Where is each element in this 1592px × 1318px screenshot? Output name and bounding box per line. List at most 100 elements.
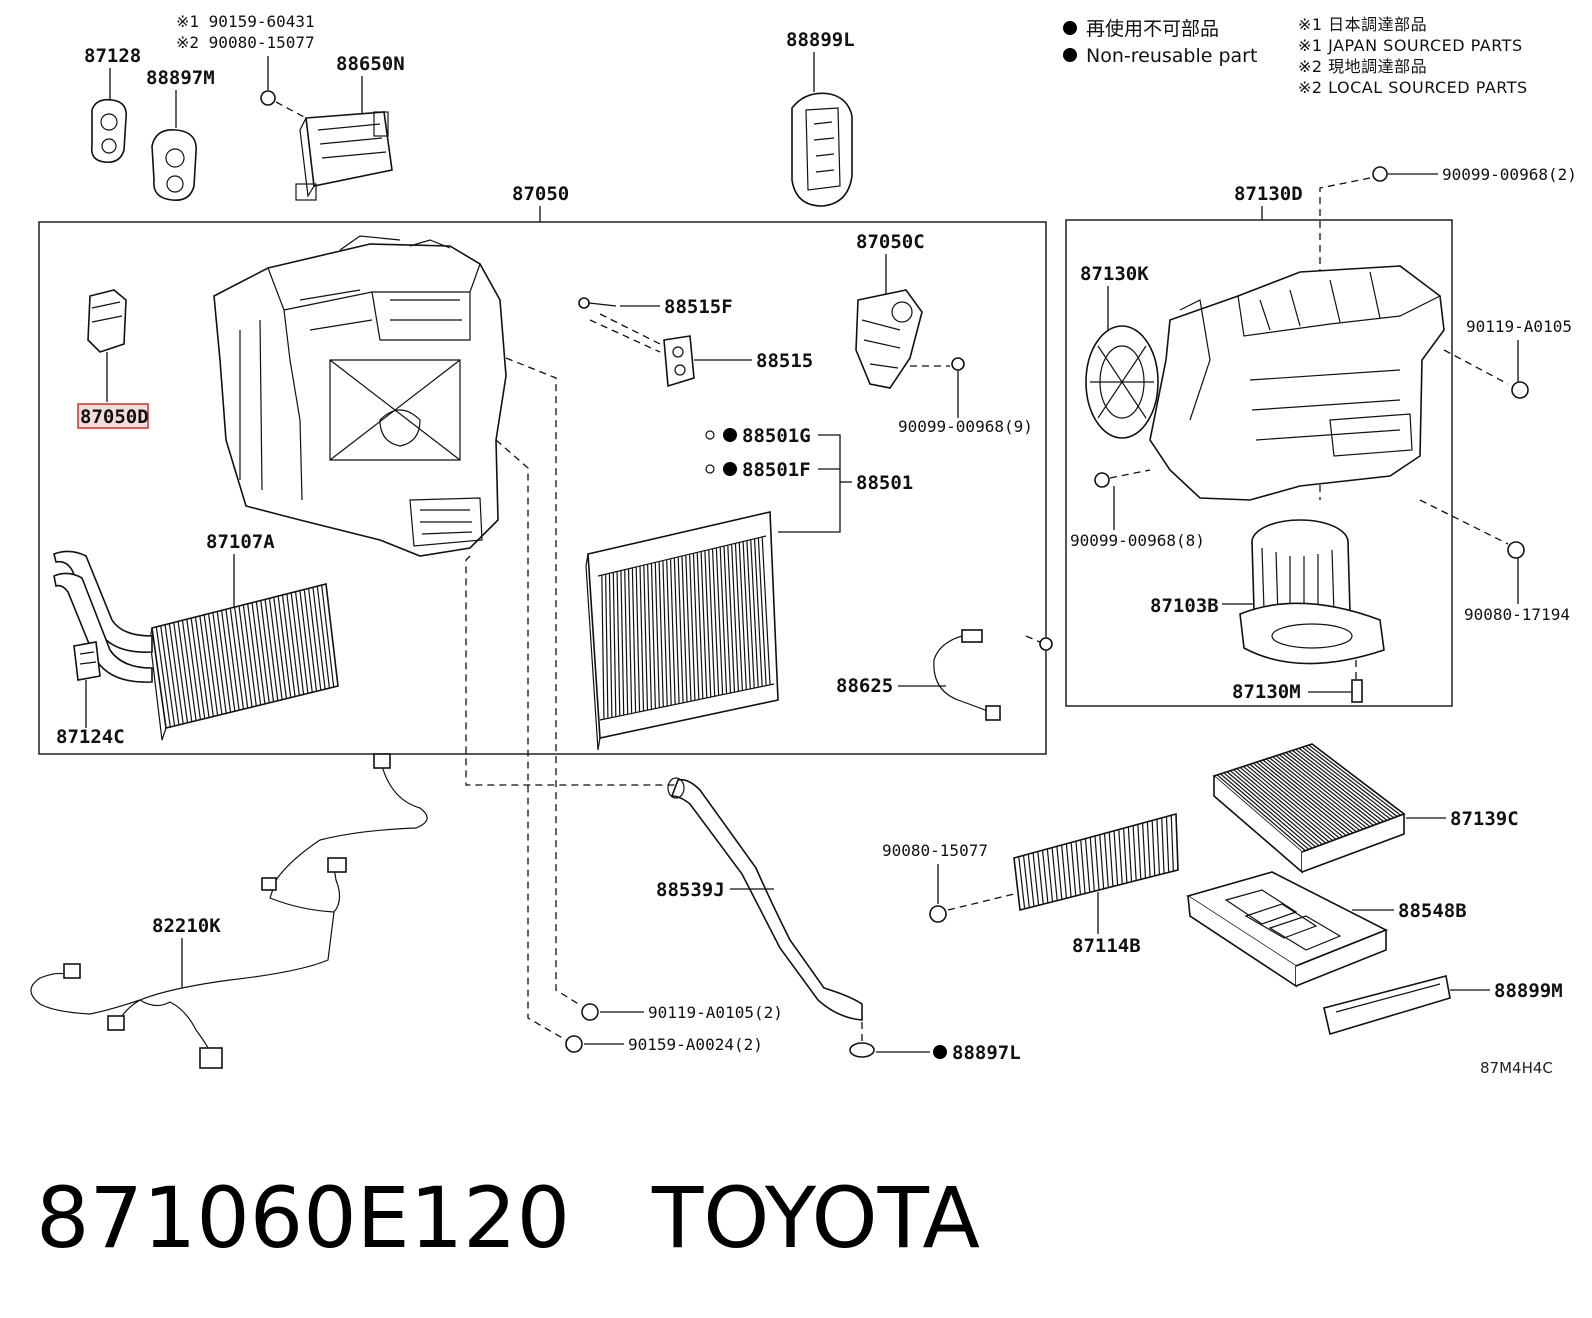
label-87103B: 87103B — [1150, 595, 1219, 617]
bolt-icon — [578, 297, 590, 309]
highlight-87050D — [77, 403, 149, 429]
part-87128[interactable]: 87128 — [84, 45, 141, 164]
label-90099-00968-9: 90099-00968(9) — [898, 417, 1033, 436]
label-88515F: 88515F — [664, 296, 733, 318]
part-87107A[interactable]: 87107A — [53, 531, 339, 741]
o-ring-icon — [705, 464, 715, 474]
screw-icon — [951, 357, 965, 371]
grommet-icon — [849, 1042, 875, 1058]
part-88625[interactable]: 88625 — [836, 629, 1053, 721]
bolt-icon — [929, 905, 947, 923]
label-87130D: 87130D — [1234, 183, 1303, 205]
label-87139C: 87139C — [1450, 808, 1519, 830]
part-9009900968-8[interactable]: 90099-00968(8) — [1070, 469, 1205, 550]
nonreusable-bullet-icon — [1063, 21, 1077, 35]
screw-icon — [1039, 637, 1053, 651]
label-88650N: 88650N — [336, 53, 405, 75]
connector-icon — [261, 877, 277, 891]
legend-jp-nonreusable: 再使用不可部品 — [1086, 18, 1219, 40]
label-88515: 88515 — [756, 350, 813, 372]
nonreusable-bullet-icon — [723, 428, 737, 442]
connector-icon — [327, 857, 347, 873]
label-90119-A0105-2: 90119-A0105(2) — [648, 1003, 783, 1022]
label-87128: 87128 — [84, 45, 141, 67]
label-88548B: 88548B — [1398, 900, 1467, 922]
label-87050D: 87050D — [80, 406, 149, 428]
part-88515F[interactable]: 88515F — [578, 296, 733, 353]
label-87114B: 87114B — [1072, 935, 1141, 957]
part-87050D[interactable]: 87050D — [77, 289, 149, 429]
part-87130M[interactable]: 87130M — [1232, 660, 1363, 703]
part-88548B[interactable]: 88548B — [1186, 871, 1467, 988]
label-88539J: 88539J — [656, 879, 725, 901]
screw-icon — [1094, 472, 1110, 488]
bolt-icon — [565, 1035, 583, 1053]
caption-part-number: 871060E120 — [36, 1169, 570, 1267]
part-90119A0105-2[interactable]: 90119-A0105(2) — [581, 1003, 783, 1022]
legend-jp-local-sourced: ※2 現地調達部品 — [1298, 57, 1427, 76]
nonreusable-bullet-icon — [1063, 48, 1077, 62]
part-hvac-housing — [213, 235, 507, 557]
part-82210K[interactable]: 82210K — [30, 753, 428, 1069]
part-87050C[interactable]: 87050C 90099-00968(9) — [855, 231, 1033, 436]
routing-lines — [465, 357, 676, 1041]
label-87124C: 87124C — [56, 726, 125, 748]
part-88539J[interactable]: 88539J — [656, 777, 875, 1058]
part-88501[interactable]: 88501G 88501F 88501 — [705, 425, 913, 533]
bolt-icon — [1511, 381, 1529, 399]
label-90099-00968-2: 90099-00968(2) — [1442, 165, 1577, 184]
part-88897L[interactable]: 88897L — [876, 1042, 1021, 1064]
label-90080-15077: 90080-15077 — [882, 841, 988, 860]
connector-icon — [107, 1015, 125, 1031]
assembly-frame-87050 — [38, 221, 1047, 755]
label-88625: 88625 — [836, 675, 893, 697]
connector-icon — [63, 963, 81, 979]
label-87130K: 87130K — [1080, 263, 1149, 285]
part-88899M[interactable]: 88899M — [1323, 975, 1563, 1036]
caption-brand: TOYOTA — [651, 1169, 980, 1267]
part-88515[interactable]: 88515 — [663, 335, 813, 388]
label-87107A: 87107A — [206, 531, 275, 553]
legend-en-nonreusable: Non-reusable part — [1086, 45, 1257, 67]
label-88650N-note1: ※1 90159-60431 — [176, 12, 315, 31]
part-90119A0105[interactable]: 90119-A0105 — [1443, 317, 1572, 399]
part-9008015077[interactable]: 90080-15077 — [882, 841, 1015, 923]
group-87130D: 87130D — [1065, 183, 1453, 707]
connector-icon — [961, 629, 983, 643]
part-9008017194[interactable]: 90080-17194 — [1419, 499, 1570, 624]
part-88897M[interactable]: 88897M — [146, 67, 215, 202]
part-87130K[interactable]: 87130K — [1080, 263, 1159, 439]
connector-icon — [199, 1047, 223, 1069]
part-87139C[interactable]: 87139C — [1212, 743, 1519, 874]
assembly-frame-87130D — [1065, 219, 1453, 707]
connector-icon — [373, 753, 391, 769]
part-87103B[interactable]: 87103B — [1150, 519, 1385, 665]
nonreusable-bullet-icon — [933, 1045, 947, 1059]
connector-icon — [985, 705, 1001, 721]
clip-icon — [1507, 541, 1525, 559]
legend-en-local-sourced: ※2 LOCAL SOURCED PARTS — [1298, 78, 1528, 97]
label-87050C: 87050C — [856, 231, 925, 253]
label-88501: 88501 — [856, 472, 913, 494]
label-90119-A0105: 90119-A0105 — [1466, 317, 1572, 336]
label-88501G: 88501G — [742, 425, 811, 447]
part-87114B[interactable]: 87114B — [1013, 812, 1179, 957]
nonreusable-bullet-icon — [723, 462, 737, 476]
part-88650N[interactable]: ※1 90159-60431 ※2 90080-15077 88650N — [176, 12, 405, 201]
label-88899L: 88899L — [786, 29, 855, 51]
screw-icon — [1351, 679, 1363, 703]
legend: 再使用不可部品 Non-reusable part ※1 日本調達部品 ※1 J… — [1063, 15, 1528, 97]
label-82210K: 82210K — [152, 915, 221, 937]
label-90159-A0024-2: 90159-A0024(2) — [628, 1035, 763, 1054]
part-evaporator — [585, 511, 779, 751]
screw-icon — [260, 90, 276, 106]
label-88650N-note2: ※2 90080-15077 — [176, 33, 315, 52]
part-87124C[interactable]: 87124C — [56, 641, 125, 748]
part-88899L[interactable]: 88899L — [786, 29, 855, 207]
label-88897M: 88897M — [146, 67, 215, 89]
label-88501F: 88501F — [742, 459, 811, 481]
part-90159A0024-2[interactable]: 90159-A0024(2) — [565, 1035, 763, 1054]
label-88897L: 88897L — [952, 1042, 1021, 1064]
screw-icon — [1372, 166, 1388, 182]
